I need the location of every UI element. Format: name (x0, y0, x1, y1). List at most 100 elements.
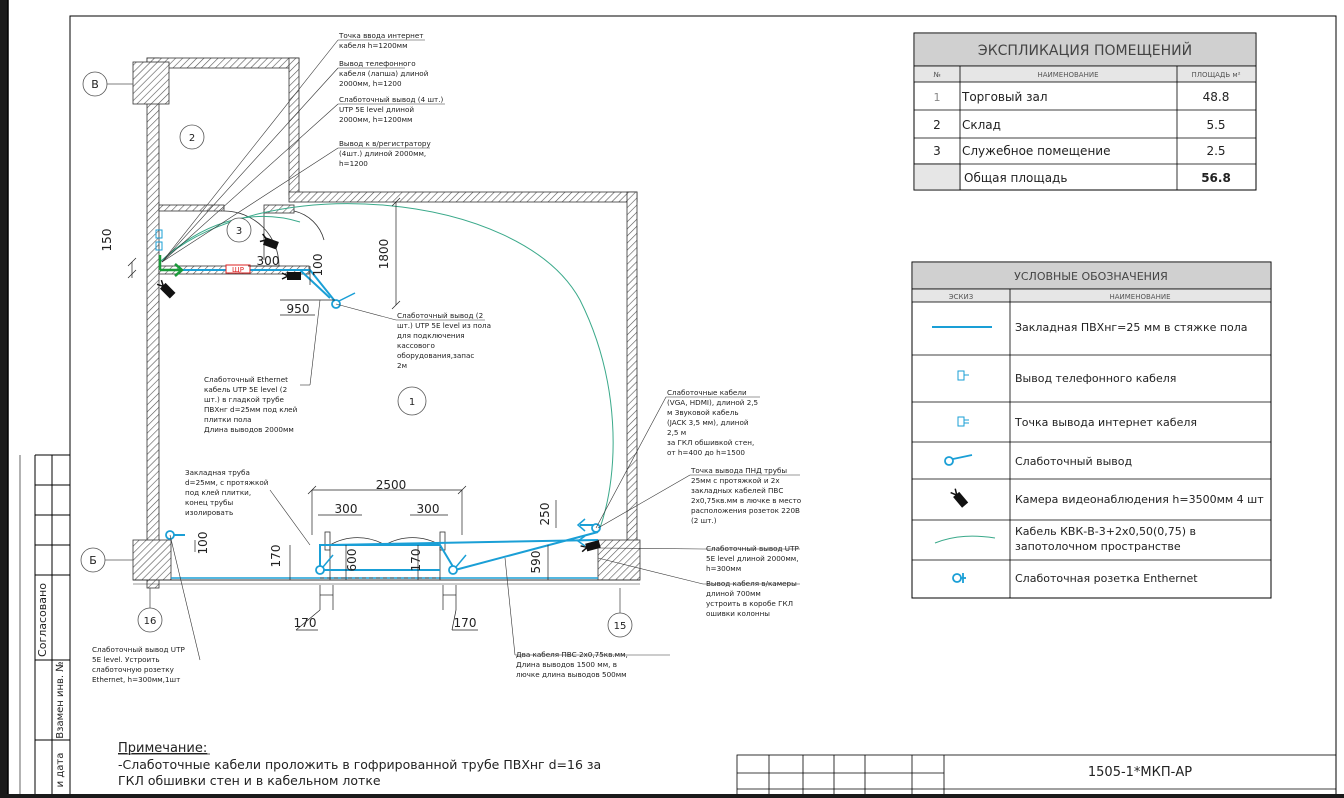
internet-outlets (155, 229, 163, 251)
title-block (736, 754, 1337, 798)
agreed-label: Согласовано (36, 583, 49, 657)
callout-line: устроить в коробе ГКЛ (706, 599, 793, 608)
conduit-routes (162, 269, 599, 571)
explication-title: ЭКСПЛИКАЦИЯ ПОМЕЩЕНИЙ (978, 41, 1192, 59)
callout-line: UTP 5E level длиной (339, 105, 414, 114)
explication-row-no: 2 (933, 118, 941, 132)
callout-line: Вывод к в/регистратору (339, 139, 431, 148)
callout-line: Закладная труба (185, 468, 250, 477)
callout-line: Слаботочный вывод (2 (397, 311, 483, 320)
callout-line: Точка вывода ПНД трубы (690, 466, 787, 475)
panel-label: ЩР (232, 266, 244, 274)
callout-recorder: Вывод к в/регистратору (4шт.) длиной 200… (339, 139, 431, 168)
legend-item-text: запотолочном пространстве (1015, 540, 1181, 553)
callout-av-cables: Слаботочные кабели (VGA, HDMI), длиной 2… (667, 388, 758, 457)
callout-line: 5E level. Устроить (92, 655, 160, 664)
callout-line: 2,5 м (667, 428, 686, 437)
dim-100-top: 100 (311, 254, 325, 277)
notes-block: Примечание: -Слаботочные кабели проложит… (118, 741, 601, 788)
callout-line: Длина выводов 2000мм (204, 425, 294, 434)
callout-line: (2 шт.) (691, 516, 717, 525)
explication-row-name: Склад (962, 118, 1001, 132)
callout-line: ошивки колонны (706, 609, 770, 618)
callout-line: Точка ввода интернет (338, 31, 423, 40)
ceiling-cable-icon (934, 535, 996, 544)
explication-row-area: 48.8 (1203, 90, 1230, 104)
explication-header-no: № (933, 71, 940, 79)
legend-item-text: Слаботочная розетка Enthernet (1015, 572, 1198, 585)
axis-label-15: 15 (614, 621, 627, 632)
explication-row-name: Служебное помещение (962, 144, 1110, 158)
callout-line: 2000мм, h=1200 (339, 79, 402, 88)
dim-170-br: 170 (454, 616, 477, 630)
callout-line: (VGA, HDMI), длиной 2,5 (667, 398, 758, 407)
callout-ethernet: Слаботочный Ethernet кабель UTP 5E level… (204, 375, 298, 434)
callout-line: 25мм с протяжкой и 2х (691, 476, 780, 485)
callout-utp-4: Слаботочный вывод (4 шт.) UTP 5E level д… (339, 95, 444, 124)
callout-line: слаботочную розетку (92, 665, 175, 674)
callout-line: Ethernet, h=300мм,1шт (92, 675, 180, 684)
callout-internet-entry: Точка ввода интернет кабеля h=1200мм (338, 31, 423, 50)
callout-line: плитки пола (204, 415, 252, 424)
dimension-texts: 150 300 100 1800 950 2500 300 300 250 10… (100, 229, 552, 630)
dim-100-bottom: 100 (196, 532, 210, 555)
explication-row-area: 5.5 (1206, 118, 1225, 132)
dim-150: 150 (100, 229, 114, 252)
dim-300-right: 300 (417, 502, 440, 516)
callout-line: кабеля h=1200мм (339, 41, 408, 50)
room-number-2: 2 (189, 133, 195, 144)
callout-line: d=25мм, с протяжкой (185, 478, 269, 487)
facade-line (133, 577, 640, 585)
ethernet-socket-icon (952, 573, 966, 583)
dim-2500: 2500 (376, 478, 407, 492)
room-number-3: 3 (236, 226, 242, 237)
callout-line: Слаботочный вывод UTP (706, 544, 799, 553)
callout-line: Вывод кабеля в/камеры (706, 579, 797, 588)
legend-item-text: Камера видеонаблюдения h=3500мм 4 шт (1015, 493, 1264, 506)
callout-line: Вывод телефонного (339, 59, 416, 68)
explication-table: ЭКСПЛИКАЦИЯ ПОМЕЩЕНИЙ № НАИМЕНОВАНИЕ ПЛО… (913, 32, 1257, 191)
axis-label-16: 16 (144, 616, 157, 627)
callout-line: под клей плитки, (185, 488, 251, 497)
explication-row-no: 1 (934, 91, 941, 104)
sheet-frame (69, 15, 1337, 798)
dim-590: 590 (529, 551, 543, 574)
callout-pvs-cables: Два кабеля ПВС 2х0,75кв.мм, Длина выводо… (516, 650, 628, 679)
legend-table: УСЛОВНЫЕ ОБОЗНАЧЕНИЯ ЭСКИЗ НАИМЕНОВАНИЕ … (911, 261, 1272, 599)
drawing-code: 1505-1*МКП-АР (1088, 765, 1192, 780)
internet-outlet-icon (957, 416, 969, 427)
dim-250: 250 (538, 503, 552, 526)
dim-300-left: 300 (335, 502, 358, 516)
phone-outlet-icon (957, 370, 969, 381)
callout-line: кабеля (лапша) длиной (339, 69, 429, 78)
callout-line: Два кабеля ПВС 2х0,75кв.мм, (516, 650, 628, 659)
legend-header-name: НАИМЕНОВАНИЕ (1109, 293, 1170, 301)
side-stamp: Согласовано Взамен инв. № и дата (19, 454, 70, 794)
legend-item-text: Кабель КВК-В-3+2х0,50(0,75) в (1015, 525, 1196, 538)
callout-line: за ГКЛ обшивкой стен, (667, 438, 754, 447)
electrical-panel: ЩР (225, 264, 251, 274)
date-label: и дата (55, 753, 66, 788)
green-riser-arrows (158, 255, 184, 277)
legend-item-text: Точка вывода интернет кабеля (1014, 416, 1197, 429)
callout-line: закладных кабелей ПВС (691, 486, 783, 495)
camera-icon (950, 488, 969, 508)
dim-170-left: 170 (269, 545, 283, 568)
callout-embedded-pipe: Закладная труба d=25мм, с протяжкой под … (185, 468, 269, 517)
callout-line: h=300мм (706, 564, 741, 573)
callout-line: от h=400 до h=1500 (667, 448, 745, 457)
legend-item-text: Вывод телефонного кабеля (1015, 372, 1176, 385)
callout-line: Длина выводов 1500 мм, в (516, 660, 617, 669)
callout-line: длиной 700мм (706, 589, 761, 598)
callout-line: конец трубы (185, 498, 233, 507)
leader-lines (161, 39, 800, 661)
callout-line: Слаботочный Ethernet (204, 375, 288, 384)
dimension-lines (127, 197, 557, 631)
callout-pnd-pipe: Точка вывода ПНД трубы 25мм с протяжкой … (690, 466, 801, 525)
dim-170-bl: 170 (294, 616, 317, 630)
legend-title: УСЛОВНЫЕ ОБОЗНАЧЕНИЯ (1014, 270, 1168, 283)
callout-line: шт.) в гладкой трубе (204, 395, 285, 404)
riser-arrows-right (576, 518, 586, 547)
dim-170-mid: 170 (409, 549, 423, 572)
